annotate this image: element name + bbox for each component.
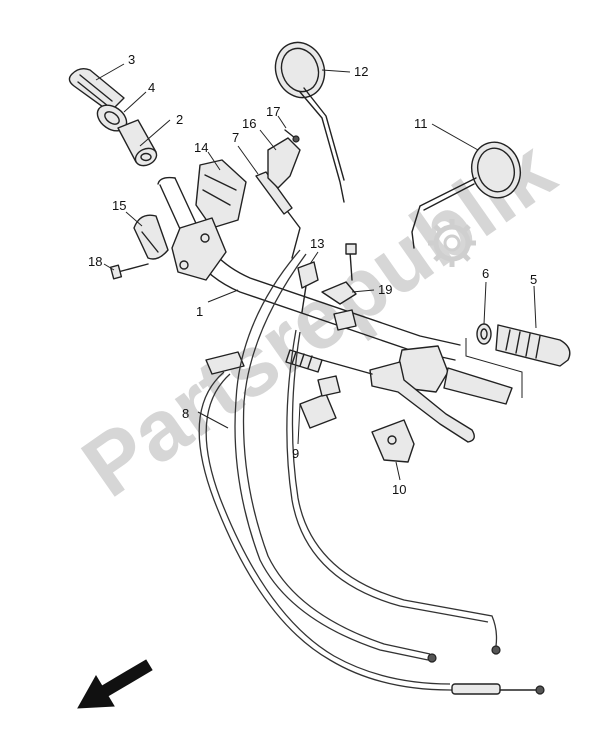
throttle-cables <box>234 249 501 663</box>
left-lever-stub <box>205 351 245 375</box>
callout-2: 2 <box>176 112 183 127</box>
mirror-left <box>274 41 345 203</box>
left-grip <box>68 67 125 113</box>
clutch-cable <box>198 371 545 695</box>
leader-lines <box>95 63 537 481</box>
callout-16: 16 <box>242 116 256 131</box>
cable-guide-13 <box>297 261 319 313</box>
gear-icon <box>428 219 476 267</box>
front-brake-lever <box>369 361 475 443</box>
cable-adjuster-9 <box>285 349 373 375</box>
callout-7: 7 <box>232 130 239 145</box>
throttle-guide-box <box>465 338 523 398</box>
callout-6: 6 <box>482 266 489 281</box>
callout-10: 10 <box>392 482 406 497</box>
screw-18 <box>109 263 149 280</box>
callout-labels: 1 2 3 4 5 6 7 8 9 10 11 12 13 14 15 16 1… <box>88 52 537 497</box>
lower-clamp <box>299 309 357 429</box>
cable-adjuster-7 <box>255 171 301 259</box>
callout-4: 4 <box>148 80 155 95</box>
callout-8: 8 <box>182 406 189 421</box>
part-10-switch <box>371 419 415 463</box>
grip-spacer <box>117 119 158 167</box>
throttle-grip <box>495 324 571 367</box>
clutch-lever-holder <box>171 217 227 281</box>
callout-15: 15 <box>112 198 126 213</box>
screw-17 <box>284 129 300 143</box>
direction-arrow-icon <box>77 659 153 709</box>
bracket-16 <box>267 137 301 189</box>
callout-9: 9 <box>292 446 299 461</box>
callout-13: 13 <box>310 236 324 251</box>
callout-12: 12 <box>354 64 368 79</box>
mirror-right <box>411 141 521 249</box>
callout-17: 17 <box>266 104 280 119</box>
callout-11: 11 <box>414 116 428 131</box>
callout-3: 3 <box>128 52 135 67</box>
left-switch-housing <box>195 159 247 229</box>
clamp-part-15 <box>133 214 169 260</box>
washer-6 <box>476 323 492 345</box>
callout-18: 18 <box>88 254 102 269</box>
callout-1: 1 <box>196 304 203 319</box>
cable-holder-19 <box>321 243 357 305</box>
callout-14: 14 <box>194 140 208 155</box>
callout-5: 5 <box>530 272 537 287</box>
callout-19: 19 <box>378 282 392 297</box>
